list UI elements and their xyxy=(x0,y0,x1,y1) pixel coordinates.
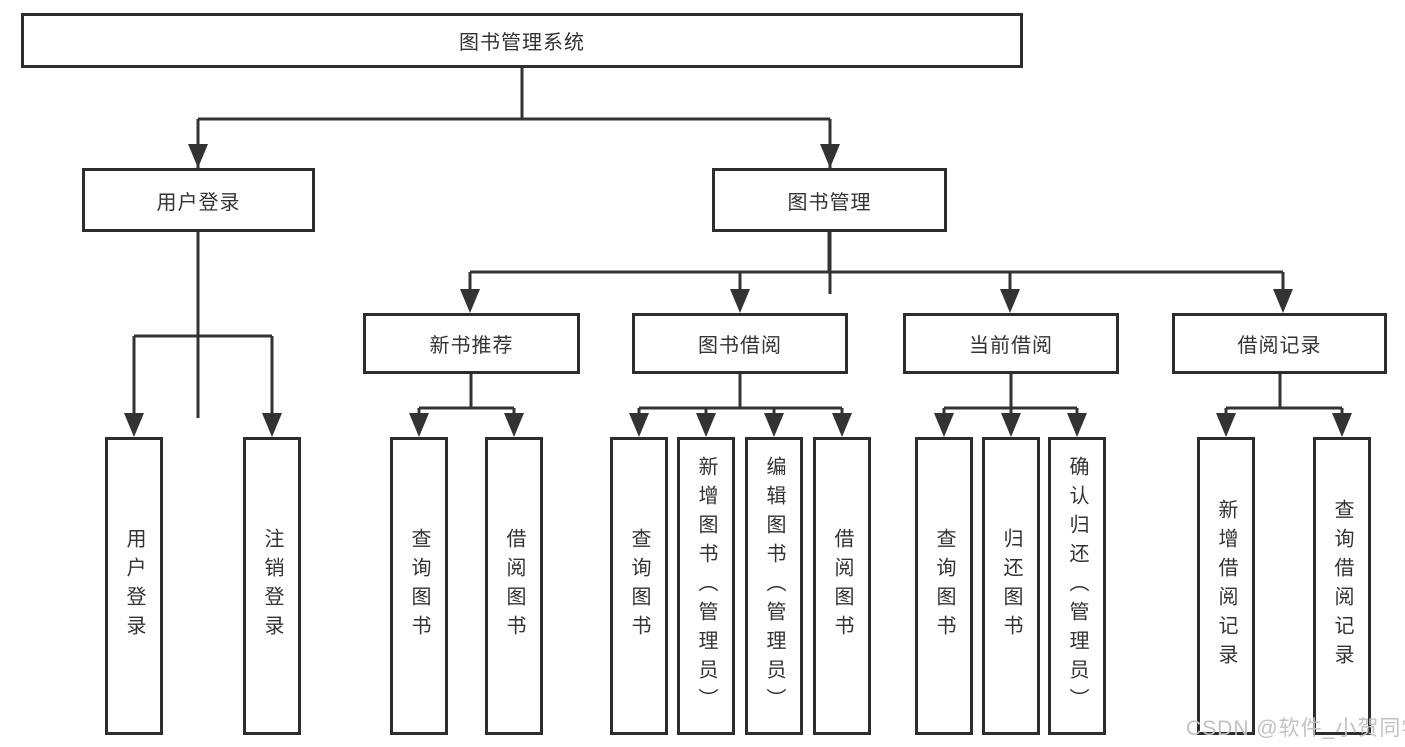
node-query-borrow-record: 查询借阅记录 xyxy=(1313,437,1371,735)
node-query-books-newbook: 查询图书 xyxy=(390,437,448,735)
node-label: 注销登录 xyxy=(261,528,283,644)
node-label: 借阅图书 xyxy=(831,528,853,644)
node-query-books-current: 查询图书 xyxy=(915,437,973,735)
connector-book-management-to-level2 xyxy=(460,232,1293,313)
node-return-books: 归还图书 xyxy=(982,437,1040,735)
node-user-login-leaf: 用户登录 xyxy=(105,437,163,735)
node-label: 当前借阅 xyxy=(969,335,1053,357)
node-current-borrowing: 当前借阅 xyxy=(903,313,1119,374)
connector-user-login-to-leaves xyxy=(124,232,282,437)
node-label: 借阅记录 xyxy=(1237,335,1322,357)
node-new-book-recommendation: 新书推荐 xyxy=(363,313,580,374)
node-book-management: 图书管理 xyxy=(712,168,947,232)
connector-current-borrowing-to-leaves xyxy=(934,374,1087,437)
node-label: 查询图书 xyxy=(628,528,650,644)
node-label: 确认归还（管理员） xyxy=(1066,455,1088,717)
csdn-watermark: CSDN @软件_小贺同学 xyxy=(1186,717,1405,740)
node-add-borrow-record: 新增借阅记录 xyxy=(1197,437,1255,735)
connector-borrowing-records-to-leaves xyxy=(1216,374,1352,437)
node-borrow-books-borrowing: 借阅图书 xyxy=(813,437,871,735)
node-label: 图书借阅 xyxy=(698,335,782,357)
node-book-borrowing: 图书借阅 xyxy=(632,313,848,374)
node-label: 查询图书 xyxy=(933,528,955,644)
node-root: 图书管理系统 xyxy=(21,13,1023,68)
node-confirm-return-admin: 确认归还（管理员） xyxy=(1048,437,1106,735)
node-label: 图书管理 xyxy=(787,191,872,214)
node-label: 新书推荐 xyxy=(429,335,514,357)
connector-new-book-to-leaves xyxy=(409,374,524,437)
connector-root-to-level1 xyxy=(188,68,840,418)
node-borrow-books-newbook: 借阅图书 xyxy=(485,437,543,735)
node-label: 归还图书 xyxy=(1000,528,1022,644)
node-query-books-borrowing: 查询图书 xyxy=(610,437,668,735)
node-label: 查询图书 xyxy=(408,528,430,644)
node-label: 图书管理系统 xyxy=(459,32,585,54)
connector-book-borrowing-to-leaves xyxy=(629,374,852,437)
node-label: 用户登录 xyxy=(156,191,241,214)
node-borrowing-records: 借阅记录 xyxy=(1172,313,1387,374)
node-logout-leaf: 注销登录 xyxy=(243,437,301,735)
node-label: 新增借阅记录 xyxy=(1215,499,1237,673)
node-user-login: 用户登录 xyxy=(82,168,315,232)
node-label: 用户登录 xyxy=(123,528,145,644)
node-edit-book-admin: 编辑图书（管理员） xyxy=(745,437,803,735)
node-label: 查询借阅记录 xyxy=(1331,499,1353,673)
node-label: 借阅图书 xyxy=(503,528,525,644)
node-label: 编辑图书（管理员） xyxy=(763,455,785,717)
node-label: 新增图书（管理员） xyxy=(695,455,717,717)
node-add-book-admin: 新增图书（管理员） xyxy=(677,437,735,735)
